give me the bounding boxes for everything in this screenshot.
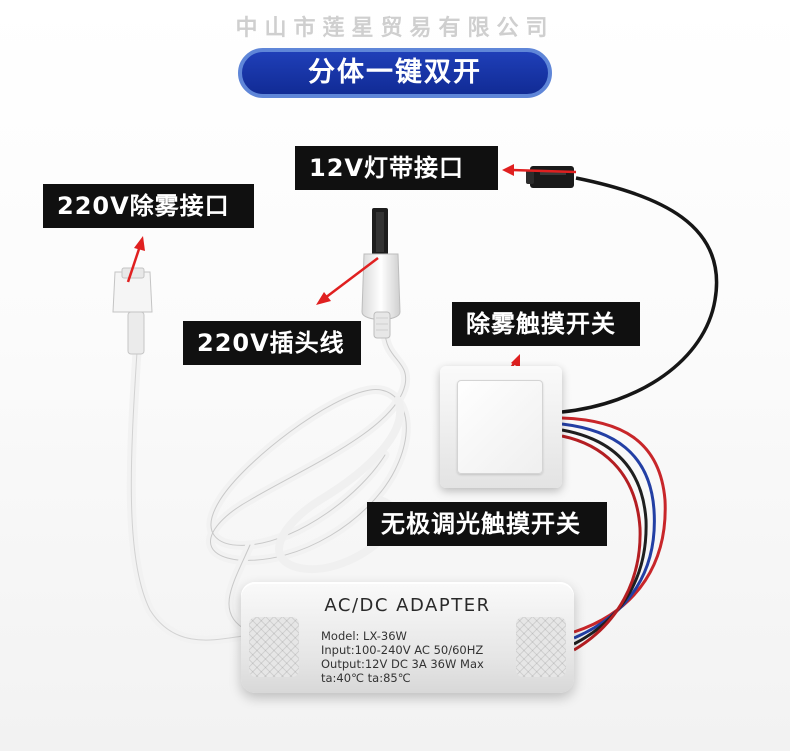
red-wire-2	[561, 434, 642, 652]
company-watermark: 中山市莲星贸易有限公司	[235, 15, 555, 41]
adapter-output: Output:12V DC 3A 36W Max	[321, 657, 484, 671]
touch-switch-panel	[440, 366, 562, 488]
black-wire-to-led-port	[561, 176, 719, 414]
defog-touch-switch-label: 除雾触摸开关	[452, 302, 640, 346]
adapter-title: AC/DC ADAPTER	[324, 595, 491, 616]
led-strip-connector	[526, 166, 574, 188]
defog-port-label: 220V除雾接口	[43, 184, 254, 228]
ac-dc-adapter: AC/DC ADAPTER Model: LX-36W Input:100-24…	[241, 582, 574, 693]
adapter-grip-right	[516, 617, 566, 677]
adapter-grip-left	[249, 617, 299, 677]
dimmer-touch-switch-label: 无极调光触摸开关	[367, 502, 607, 546]
led-strip-port-label: 12V灯带接口	[295, 146, 498, 190]
title-banner: 分体一键双开	[238, 48, 552, 98]
adapter-model: Model: LX-36W	[321, 629, 407, 643]
touch-switch-button	[457, 380, 543, 474]
power-plug	[361, 208, 401, 339]
defog-connector	[112, 267, 153, 355]
plug-cable-label: 220V插头线	[183, 321, 361, 365]
adapter-input: Input:100-240V AC 50/60HZ	[321, 643, 484, 657]
adapter-temperature: ta:40℃ ta:85℃	[321, 671, 411, 685]
